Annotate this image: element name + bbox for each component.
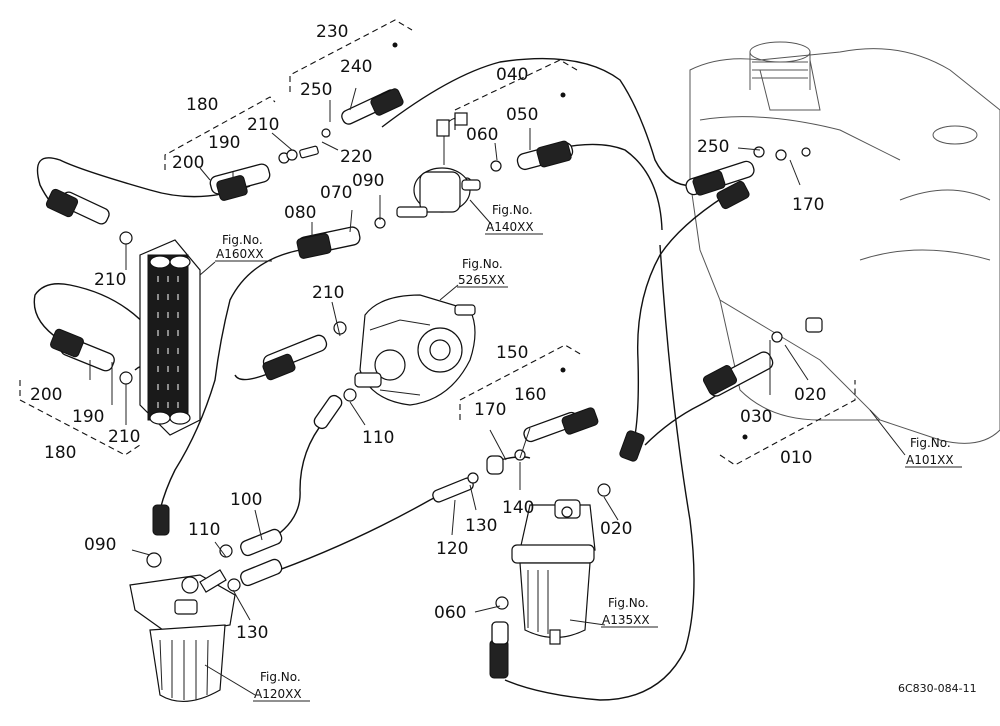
fig-ref-a140-label: Fig.No. [492, 203, 533, 217]
label-130: 130 [236, 623, 268, 643]
label-250: 250 [300, 80, 332, 100]
fig-ref-a135-code: A135XX [602, 613, 650, 627]
label-100: 100 [230, 490, 262, 510]
fuel-tank [689, 41, 1000, 444]
fuel-cooler [139, 239, 201, 436]
label-060: 060 [434, 603, 466, 623]
label-050: 050 [506, 105, 538, 125]
label-210: 210 [94, 270, 126, 290]
label-230: 230 [316, 22, 348, 42]
group-brackets [19, 19, 856, 466]
hoses [45, 88, 774, 679]
fig-ref-5265-code: 5265XX [458, 273, 505, 287]
label-190: 190 [72, 407, 104, 427]
fig-ref-a140-code: A140XX [486, 220, 534, 234]
label-090: 090 [84, 535, 116, 555]
fig-ref-a135-label: Fig.No. [608, 596, 649, 610]
label-020: 020 [600, 519, 632, 539]
label-170: 170 [792, 195, 824, 215]
label-180: 180 [44, 443, 76, 463]
label-170: 170 [474, 400, 506, 420]
label-150: 150 [496, 343, 528, 363]
water-separator [511, 499, 596, 645]
label-240: 240 [340, 57, 372, 77]
label-210: 210 [247, 115, 279, 135]
fig-ref-a120-label: Fig.No. [260, 670, 301, 684]
label-060: 060 [466, 125, 498, 145]
label-020: 020 [794, 385, 826, 405]
label-210: 210 [312, 283, 344, 303]
fig-ref-a101-label: Fig.No. [910, 436, 951, 450]
fuel-filter [129, 569, 236, 703]
label-080: 080 [284, 203, 316, 223]
label-070: 070 [320, 183, 352, 203]
drawing-code: 6C830-084-11 [898, 682, 977, 695]
fig-ref-a120-code: A120XX [254, 687, 302, 701]
label-030: 030 [740, 407, 772, 427]
label-200: 200 [172, 153, 204, 173]
injection-pump [354, 294, 476, 406]
fig-ref-5265-label: Fig.No. [462, 257, 503, 271]
label-120: 120 [436, 539, 468, 559]
fig-ref-a160-code: A160XX [216, 247, 264, 261]
label-180: 180 [186, 95, 218, 115]
leader-lines [89, 87, 906, 696]
figure-references: Fig.No. A160XX Fig.No. A140XX Fig.No. 52… [215, 203, 962, 702]
fuel-pump [396, 112, 481, 218]
label-110: 110 [188, 520, 220, 540]
label-250: 250 [697, 137, 729, 157]
label-090: 090 [352, 171, 384, 191]
label-160: 160 [514, 385, 546, 405]
part-labels: 230 240 250 210 220 180 190 200 210 200 … [30, 22, 826, 643]
dot-markers [392, 42, 748, 440]
label-190: 190 [208, 133, 240, 153]
label-200: 200 [30, 385, 62, 405]
label-140: 140 [502, 498, 534, 518]
label-220: 220 [340, 147, 372, 167]
label-040: 040 [496, 65, 528, 85]
label-110: 110 [362, 428, 394, 448]
fig-ref-a101-code: A101XX [906, 453, 954, 467]
label-210: 210 [108, 427, 140, 447]
fig-ref-a160-label: Fig.No. [222, 233, 263, 247]
label-010: 010 [780, 448, 812, 468]
label-130: 130 [465, 516, 497, 536]
